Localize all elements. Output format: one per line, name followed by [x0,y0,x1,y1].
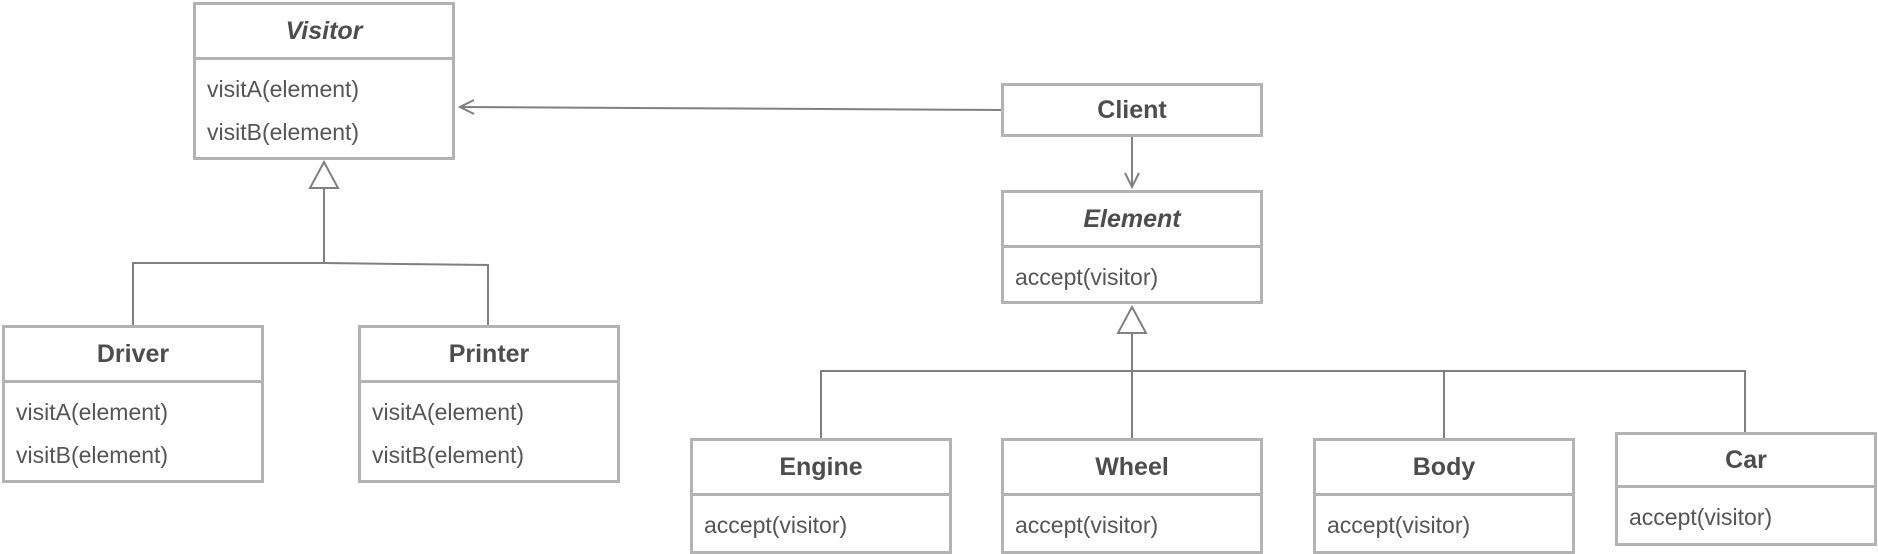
divider [1004,245,1260,248]
method: visitB(element) [207,119,360,145]
divider [1316,493,1572,496]
association-arrowhead [457,99,475,115]
class-driver[interactable]: Driver visitA(element) visitB(element) [2,325,264,483]
method-list: accept(visitor) [1618,488,1874,543]
class-name: Client [1097,95,1167,124]
method: visitA(element) [16,399,169,425]
class-wheel[interactable]: Wheel accept(visitor) [1001,438,1263,554]
inheritance-triangle-element [1116,304,1148,334]
client-visitor-association [459,106,1004,111]
divider [5,380,261,383]
method-list: accept(visitor) [693,496,949,551]
class-element[interactable]: Element accept(visitor) [1001,190,1263,304]
method-list: accept(visitor) [1316,496,1572,551]
divider [196,57,452,60]
association-arrowhead [1124,172,1140,190]
class-name: Printer [448,339,530,368]
driver-generalization [132,188,325,325]
class-name: Driver [96,339,170,368]
method-list: accept(visitor) [1004,248,1260,303]
method: accept(visitor) [1629,504,1773,530]
method: visitB(element) [16,442,169,468]
divider [1618,485,1874,488]
class-name: Visitor [285,16,363,45]
printer-generalization [323,262,489,325]
class-engine[interactable]: Engine accept(visitor) [690,438,952,554]
method: visitB(element) [372,442,525,468]
class-name: Engine [779,452,863,481]
method: accept(visitor) [1327,512,1471,538]
divider [1004,493,1260,496]
inheritance-triangle-visitor [308,159,340,189]
method: accept(visitor) [1015,512,1159,538]
class-car[interactable]: Car accept(visitor) [1615,432,1877,546]
class-body[interactable]: Body accept(visitor) [1313,438,1575,554]
method: accept(visitor) [704,512,848,538]
class-visitor[interactable]: Visitor visitA(element) visitB(element) [193,2,455,160]
class-printer[interactable]: Printer visitA(element) visitB(element) [358,325,620,483]
class-name: Wheel [1095,452,1169,481]
class-name: Element [1083,204,1181,233]
class-name: Car [1725,445,1767,474]
class-name: Body [1412,452,1476,481]
divider [693,493,949,496]
method-list: visitA(element) visitB(element) [361,383,617,481]
method: visitA(element) [207,76,360,102]
method-list: accept(visitor) [1004,496,1260,551]
element-generalization-bus [820,370,1746,440]
method-list: visitA(element) visitB(element) [5,383,261,481]
method-list: visitA(element) visitB(element) [196,60,452,158]
class-client[interactable]: Client [1001,83,1263,137]
method: visitA(element) [372,399,525,425]
method: accept(visitor) [1015,264,1159,290]
divider [361,380,617,383]
